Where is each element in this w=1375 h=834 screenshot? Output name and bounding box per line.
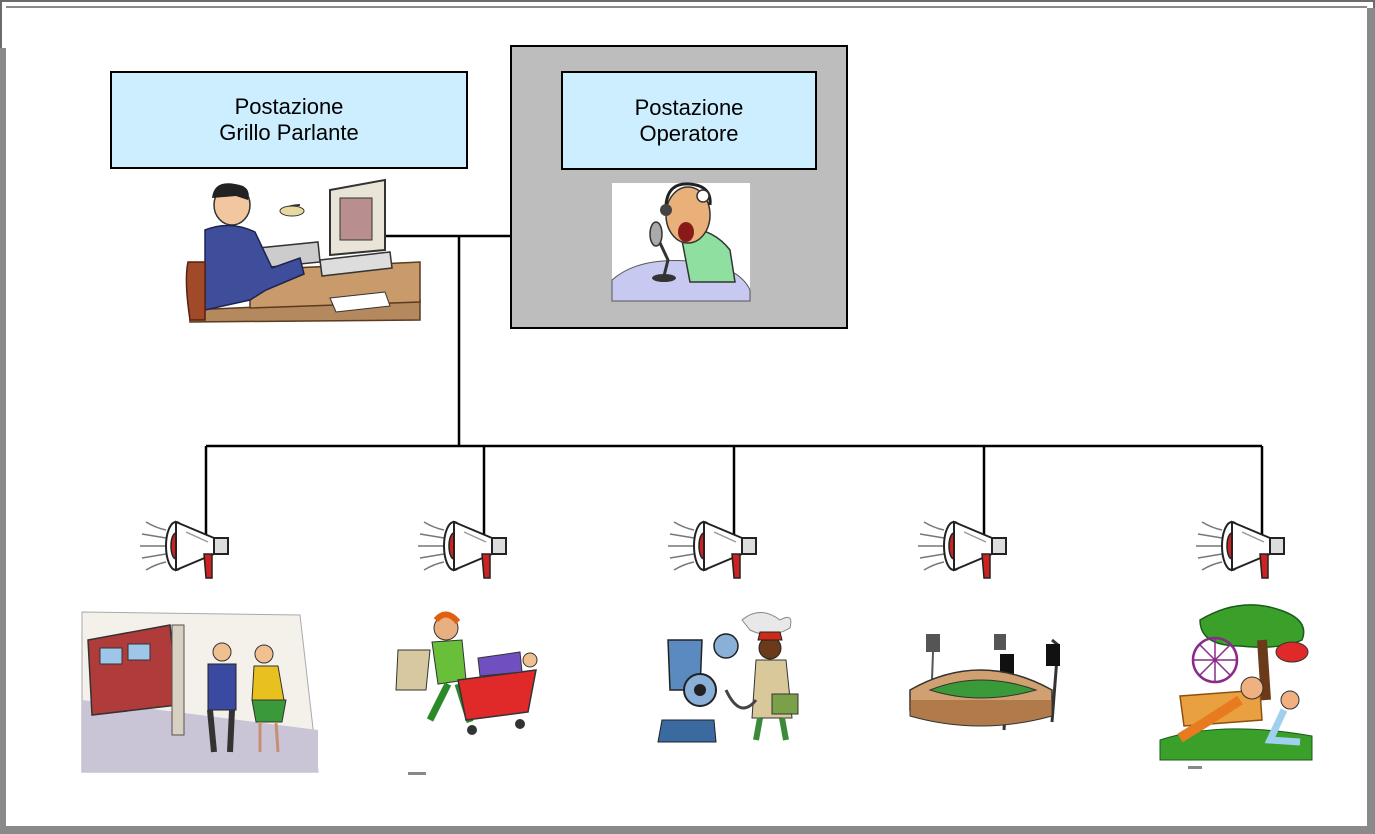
workstation-person-icon bbox=[185, 178, 421, 323]
speaker-2 bbox=[417, 521, 507, 579]
speaker-5 bbox=[1195, 521, 1285, 579]
grillo-parlante-box: Postazione Grillo Parlante bbox=[110, 71, 468, 169]
train-station-scene-icon bbox=[81, 611, 319, 773]
network-lines bbox=[204, 234, 1264, 538]
park-scene-icon bbox=[1159, 604, 1313, 761]
speaker-4 bbox=[917, 521, 1007, 579]
operator-headset-icon bbox=[611, 182, 751, 302]
speaker-1 bbox=[139, 521, 229, 579]
shopping-scene-icon bbox=[395, 611, 538, 735]
operatore-label: Postazione Operatore bbox=[634, 94, 744, 146]
operatore-box: Postazione Operatore bbox=[561, 71, 817, 170]
grillo-parlante-label: Postazione Grillo Parlante bbox=[219, 94, 359, 145]
industrial-worker-scene-icon bbox=[657, 612, 799, 743]
stadium-scene-icon bbox=[909, 634, 1060, 731]
speaker-3 bbox=[667, 521, 757, 579]
